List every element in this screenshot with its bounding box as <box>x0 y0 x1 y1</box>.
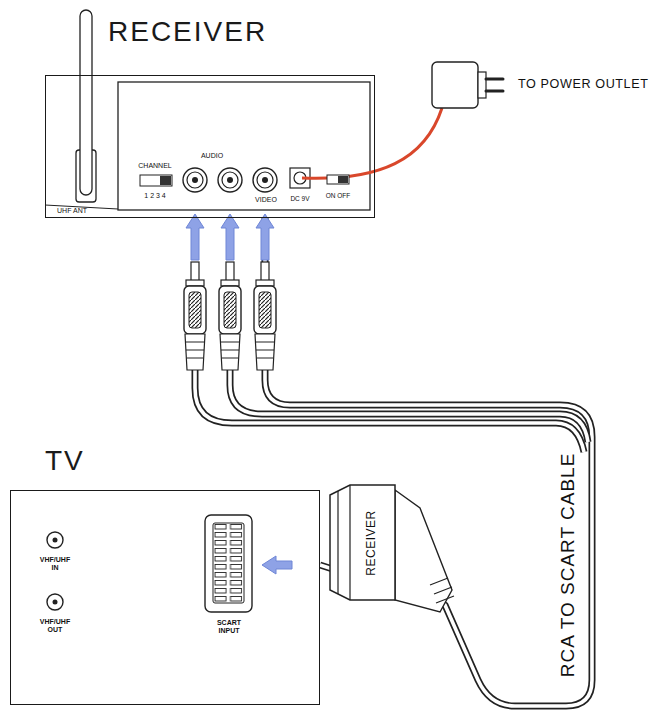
scart-plug-back <box>395 490 452 612</box>
jack-ring <box>187 172 203 188</box>
tv-box: TV <box>10 490 320 705</box>
plug-relief <box>220 334 240 370</box>
scart-pins <box>213 523 244 603</box>
arrow-head <box>221 214 239 260</box>
scart-plug-edge <box>338 485 350 600</box>
jack-ring <box>222 172 238 188</box>
plug-collar <box>256 280 274 286</box>
antenna-socket <box>47 594 63 610</box>
power-switch <box>327 175 349 184</box>
jack-ring <box>218 168 242 192</box>
adapter-pin <box>486 78 503 81</box>
adapter-collar <box>478 72 486 98</box>
antenna-socket <box>47 532 63 548</box>
arrow-head <box>186 214 204 260</box>
scart-socket <box>205 515 252 612</box>
port-label: UHF ANT <box>57 207 87 215</box>
power-note: TO POWER OUTLET <box>518 78 649 92</box>
jack-hole <box>262 177 268 183</box>
plug-body <box>219 286 241 334</box>
rca-wire <box>195 370 584 452</box>
plug-relief <box>185 334 205 370</box>
cable-outline <box>265 218 592 706</box>
plug-relief <box>255 334 275 370</box>
arrow-head <box>262 556 292 574</box>
port-label: SCART INPUT <box>212 619 246 634</box>
plug-tip <box>226 262 234 282</box>
jack-ring <box>257 172 273 188</box>
port-label: AUDIO <box>201 152 223 160</box>
plug-grip <box>224 292 236 328</box>
plug-tip <box>191 262 199 282</box>
plug-grip <box>189 292 201 328</box>
port-label: VHF/UHF OUT <box>37 618 73 633</box>
jack-hole <box>192 177 198 183</box>
box-heading: TV <box>45 447 85 475</box>
jack-ring <box>253 168 277 192</box>
plug-collar <box>186 280 204 286</box>
cable-connector <box>186 214 592 706</box>
cable-label: RCA TO SCART CABLE <box>558 451 579 680</box>
video-jack <box>253 168 277 192</box>
plug-body <box>254 286 276 334</box>
port-label: VHF/UHF IN <box>37 556 73 571</box>
power-cord <box>302 108 442 178</box>
jack-ring <box>183 168 207 192</box>
channel-knob <box>160 176 171 185</box>
channel-switch <box>140 175 172 186</box>
power-adapter <box>432 62 478 108</box>
audio-jack <box>183 168 207 192</box>
plug-tip <box>261 262 269 282</box>
socket-pin <box>53 600 58 605</box>
port-label: CHANNEL <box>138 162 171 170</box>
cable-core <box>265 218 592 706</box>
rca-wire <box>195 370 584 452</box>
plug-label: RECEIVER <box>365 510 378 575</box>
rca-wire <box>230 370 588 442</box>
receiver-box: RECEIVER <box>45 75 375 218</box>
jack-hole <box>227 177 233 183</box>
port-label: 1 2 3 4 <box>144 192 165 200</box>
antenna-rod <box>80 10 92 195</box>
port-label: ON OFF <box>326 192 351 199</box>
front-panel <box>118 82 370 210</box>
rca-plug <box>254 262 276 370</box>
adapter-pin <box>486 90 503 93</box>
audio-jack <box>218 168 242 192</box>
scart-plug-relief <box>430 578 454 603</box>
port-label: VIDEO <box>255 196 277 204</box>
arrow-head <box>256 214 274 260</box>
power-switch-knob <box>338 176 348 183</box>
rca-wire <box>230 370 588 442</box>
plug-grip <box>259 292 271 328</box>
plug-collar <box>221 280 239 286</box>
scart-plug-body <box>330 485 395 600</box>
box-heading: RECEIVER <box>108 18 267 46</box>
rca-plug <box>184 262 206 370</box>
plug-body <box>184 286 206 334</box>
port-label: DC 9V <box>290 195 309 202</box>
rca-plug <box>219 262 241 370</box>
socket-pin <box>53 538 58 543</box>
